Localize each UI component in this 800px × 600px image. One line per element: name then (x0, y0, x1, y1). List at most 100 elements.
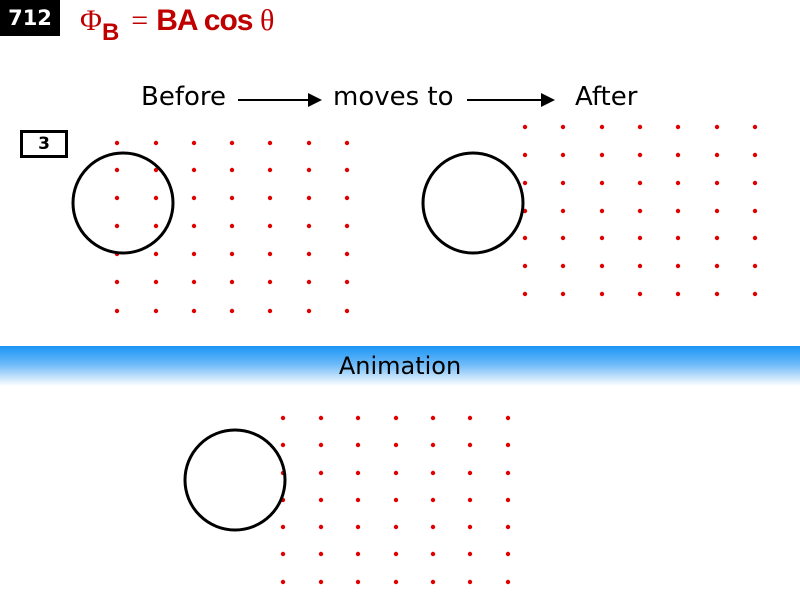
field-dot (637, 235, 643, 241)
field-dot (714, 263, 720, 269)
field-dot (344, 279, 350, 285)
after-label: After (575, 82, 638, 112)
field-dot (280, 524, 286, 530)
field-dot (467, 442, 473, 448)
step-number: 3 (38, 134, 50, 154)
field-dot (505, 470, 511, 476)
field-dot (318, 442, 324, 448)
field-dot (505, 524, 511, 530)
field-dot (318, 415, 324, 421)
field-dot (505, 497, 511, 503)
moves-to-label: moves to (333, 82, 454, 112)
field-dot (344, 195, 350, 201)
theta-symbol: θ (259, 4, 275, 37)
field-dot (229, 195, 235, 201)
magnetic-flux-formula: ΦB=BA cos θ (80, 4, 275, 46)
field-dot (714, 291, 720, 297)
field-dot (393, 524, 399, 530)
field-dot (318, 497, 324, 503)
field-dot (191, 308, 197, 314)
field-dot (752, 124, 758, 130)
field-dot (114, 195, 120, 201)
field-dot (355, 415, 361, 421)
after-panel (421, 124, 758, 297)
wire-loop (421, 151, 525, 255)
equals-sign: = (131, 4, 149, 37)
field-dot (675, 208, 681, 214)
field-dot (430, 524, 436, 530)
field-dot (318, 470, 324, 476)
field-dot (752, 208, 758, 214)
field-dot (114, 308, 120, 314)
field-dot (393, 415, 399, 421)
field-dot (393, 579, 399, 585)
field-dot (114, 223, 120, 229)
field-dot (280, 442, 286, 448)
field-dot (675, 291, 681, 297)
field-dot (430, 470, 436, 476)
arrow-right-icon (238, 93, 322, 107)
field-dot (599, 152, 605, 158)
field-dot (637, 263, 643, 269)
field-dot (393, 442, 399, 448)
field-dot (505, 442, 511, 448)
field-dot (355, 470, 361, 476)
field-dot (306, 251, 312, 257)
field-dot (153, 167, 159, 173)
field-dot (306, 195, 312, 201)
field-dot (560, 235, 566, 241)
step-number-box: 3 (20, 130, 68, 158)
field-dot (637, 291, 643, 297)
field-dot (114, 140, 120, 146)
field-dot (344, 140, 350, 146)
field-dot (306, 140, 312, 146)
field-dot (560, 208, 566, 214)
field-dot (355, 524, 361, 530)
field-dot (114, 167, 120, 173)
field-dot (229, 140, 235, 146)
field-dot (599, 208, 605, 214)
field-dot (318, 579, 324, 585)
field-dot (229, 251, 235, 257)
field-dot (393, 551, 399, 557)
field-dot (344, 251, 350, 257)
animation-bar[interactable]: Animation (0, 346, 800, 386)
field-dot (344, 223, 350, 229)
field-dot (522, 124, 528, 130)
animation-panel (183, 415, 511, 585)
field-dot (229, 223, 235, 229)
field-dot (267, 195, 273, 201)
field-dot (752, 180, 758, 186)
field-dot (267, 167, 273, 173)
field-dot (522, 263, 528, 269)
field-dot (393, 470, 399, 476)
field-dot (467, 579, 473, 585)
field-dot (114, 279, 120, 285)
field-dot (714, 235, 720, 241)
field-dot (306, 279, 312, 285)
field-dot (191, 167, 197, 173)
field-dot (522, 152, 528, 158)
field-dot (393, 497, 399, 503)
field-dot (599, 235, 605, 241)
formula-rhs: BA cos (156, 4, 253, 37)
field-dot (505, 579, 511, 585)
field-dot (675, 235, 681, 241)
field-dot (267, 279, 273, 285)
phi-symbol: Φ (80, 4, 102, 37)
field-dot (714, 152, 720, 158)
field-dot (306, 167, 312, 173)
field-dot (675, 263, 681, 269)
wire-loop (183, 428, 287, 532)
slide-number: 712 (8, 6, 52, 30)
field-dot (318, 524, 324, 530)
animation-label: Animation (338, 352, 462, 380)
field-dot (714, 180, 720, 186)
field-dot (637, 180, 643, 186)
field-dot (599, 180, 605, 186)
field-dot (306, 308, 312, 314)
field-dot (280, 551, 286, 557)
field-dot (267, 140, 273, 146)
field-dot (229, 308, 235, 314)
